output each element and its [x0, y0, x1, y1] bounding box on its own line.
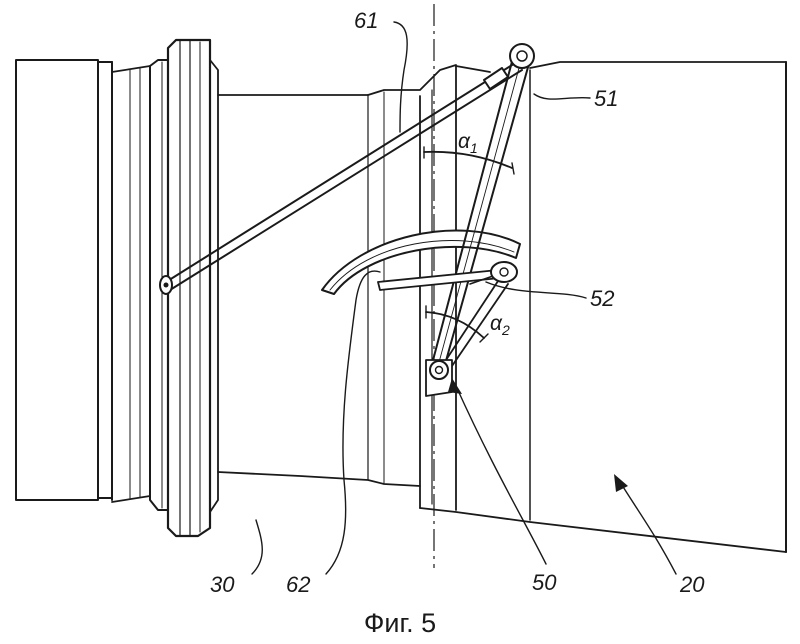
angle-alpha1-marker [423, 146, 515, 175]
leader-52 [485, 281, 587, 299]
ref-label-20: 20 [679, 572, 705, 597]
ref-label-50: 50 [532, 570, 557, 595]
leader-lines [251, 21, 677, 575]
leader-50 [455, 385, 547, 565]
ref-label-62: 62 [286, 572, 310, 597]
ref-label-51: 51 [594, 86, 618, 111]
rod-61 [159, 59, 523, 295]
angle-alpha2-marker [425, 305, 489, 343]
arrowhead-50 [448, 378, 462, 394]
leader-51 [533, 93, 591, 100]
left-housing [15, 59, 151, 503]
leader-62 [325, 270, 381, 575]
left-housing-block [15, 59, 99, 501]
flange [149, 38, 219, 538]
ref-label-52: 52 [590, 286, 614, 311]
angle-alpha2-label: α2 [490, 312, 510, 338]
ref-label-61: 61 [354, 8, 378, 33]
figure-caption: Фиг. 5 [364, 608, 436, 638]
angle-alpha1-label: α1 [458, 130, 478, 156]
ref-label-30: 30 [210, 572, 235, 597]
arrowhead-20 [614, 474, 628, 492]
conduit-section-20 [419, 61, 787, 553]
leader-20 [619, 481, 677, 575]
lever-assembly-50 [377, 43, 535, 397]
leader-30 [251, 519, 263, 575]
leader-61 [393, 21, 408, 133]
